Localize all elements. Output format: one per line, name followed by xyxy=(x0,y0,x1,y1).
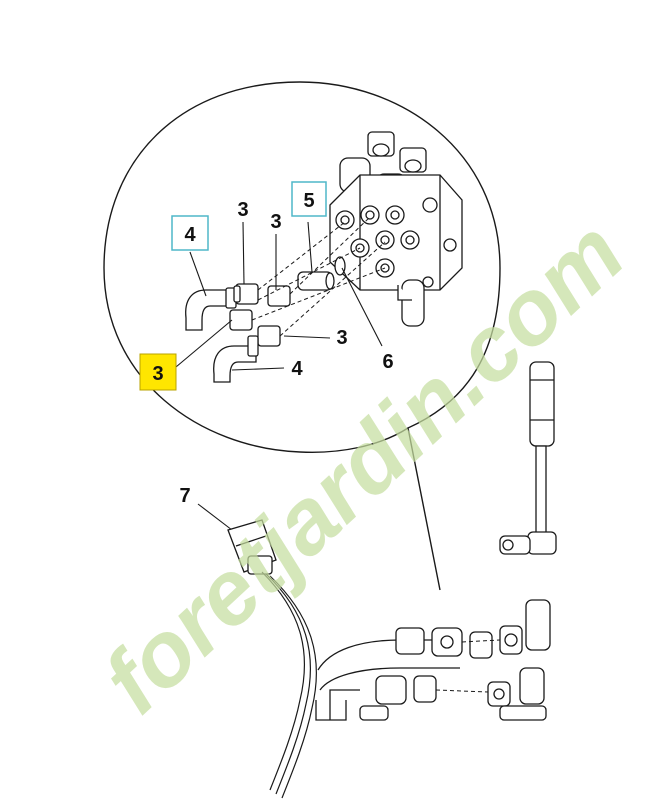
control-valve-block xyxy=(329,131,463,327)
callout-7-label: 7 xyxy=(179,485,190,507)
callout-3-highlight xyxy=(139,353,177,391)
callout-3-highlighted-label: 3 xyxy=(152,363,163,385)
callout-3-upper-left-label: 3 xyxy=(237,199,248,221)
callout-4-boxed-label: 4 xyxy=(184,224,196,246)
callout-4-box xyxy=(171,215,209,251)
fittings-group xyxy=(185,256,346,383)
callout-3-upper-right-label: 3 xyxy=(270,211,281,233)
callout-5-box xyxy=(291,181,327,217)
callout-6-label: 6 xyxy=(382,351,393,373)
leader-lines xyxy=(169,221,383,531)
callout-5-boxed-label: 5 xyxy=(303,190,314,212)
callout-4-lower-label: 4 xyxy=(291,358,303,380)
machine-dashed-lines xyxy=(435,639,501,693)
alignment-lines xyxy=(251,216,386,337)
callout-3-lower-right-label: 3 xyxy=(336,327,347,349)
electrical-connector xyxy=(227,519,277,575)
machine-assembly-partial xyxy=(315,361,557,721)
wire-harness xyxy=(261,571,317,799)
